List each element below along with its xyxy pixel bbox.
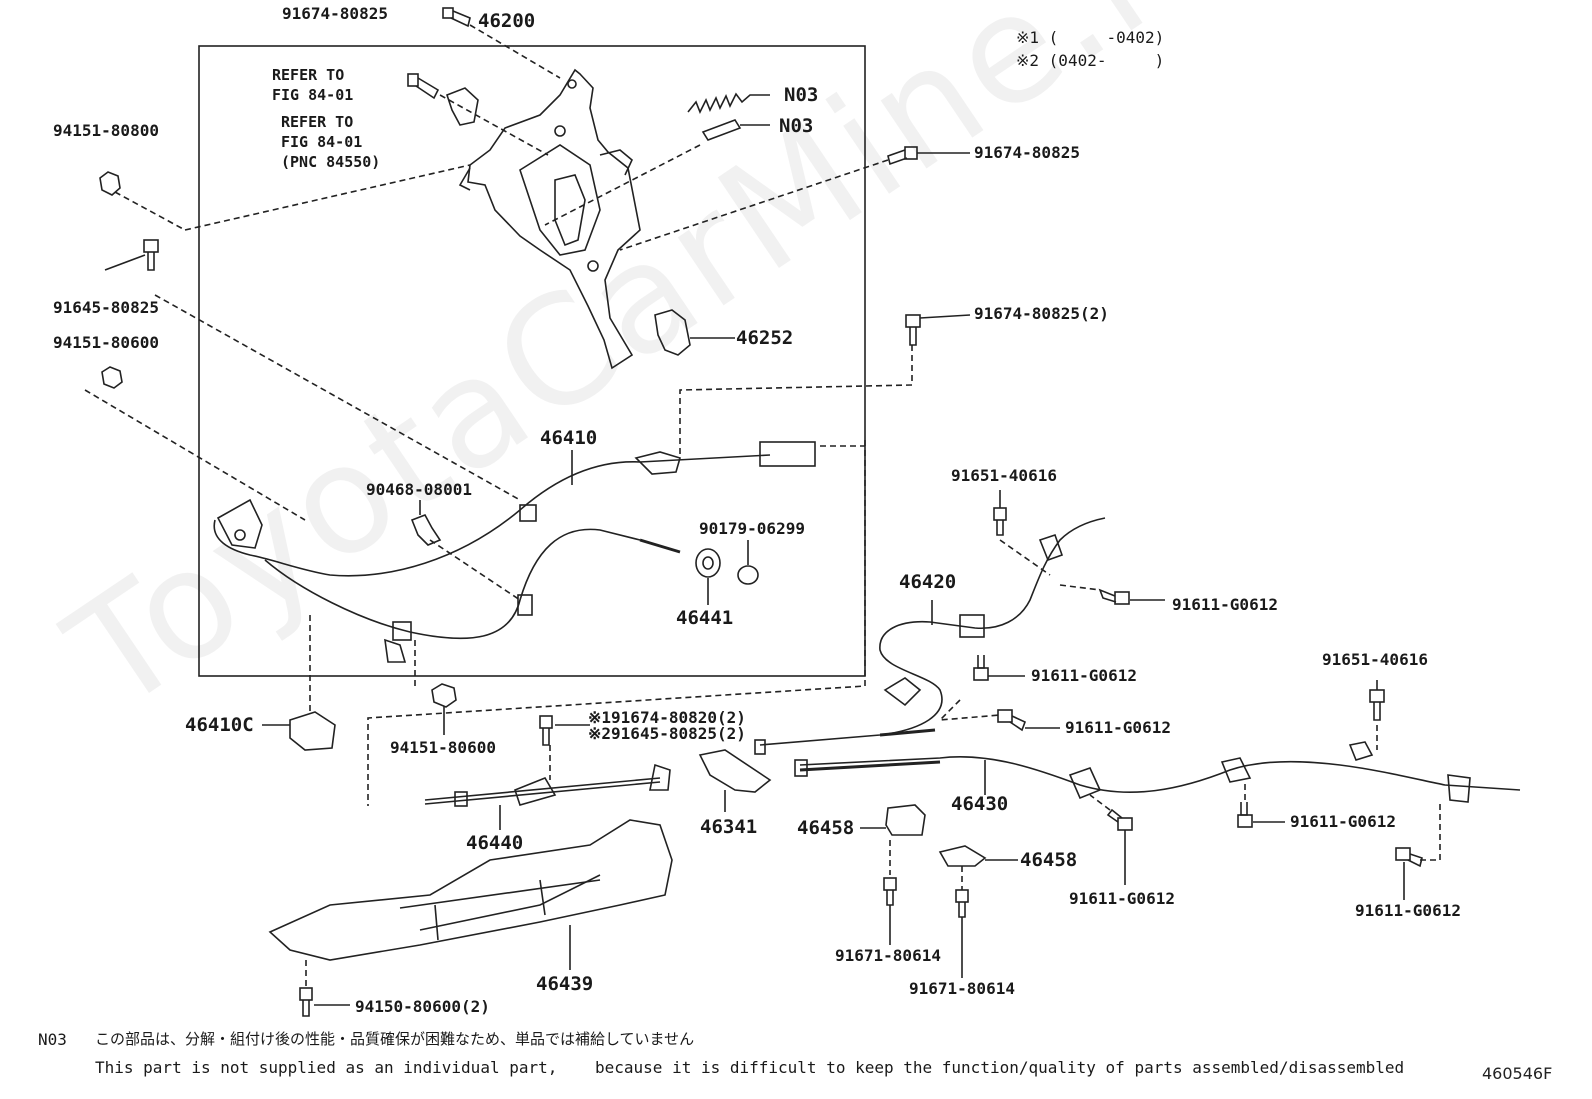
bolt-91674-80825-top [442, 7, 471, 28]
label-91611-g0612-c: 91611-G0612 [1065, 718, 1171, 737]
bolt-91611-G0612-e [1237, 802, 1253, 828]
footnote-japanese: この部品は、分解・組付け後の性能・品質確保が困難なため、単品では補給していません [95, 1030, 695, 1048]
legend-line-1: ※1 ( -0402) [1016, 28, 1165, 47]
nut-94151-80800 [99, 171, 121, 196]
bolt-91611-G0612-b [973, 655, 989, 681]
insulator-46439 [268, 819, 673, 961]
diagram-id: 460546F [1482, 1064, 1553, 1083]
label-46430: 46430 [951, 793, 1009, 815]
cable-46410 [213, 441, 816, 663]
pad-46252 [654, 309, 691, 356]
bolt-91611-G0612-c [997, 709, 1027, 732]
label-91671-80614-a: 91671-80614 [835, 946, 941, 965]
n03-spring [687, 92, 770, 114]
bolt-91645-80825 [143, 239, 159, 271]
grommet-90179-06299 [737, 565, 759, 585]
label-91611-g0612-e: 91611-G0612 [1290, 812, 1396, 831]
bolt-91611-G0612-d [1106, 808, 1133, 831]
label-46200: 46200 [478, 10, 536, 32]
nut-94151-80600-mid [431, 683, 457, 708]
label-refer-fig-84-01: REFER TO FIG 84-01 [272, 66, 354, 104]
label-46440: 46440 [466, 832, 524, 854]
cable-46420 [754, 517, 1106, 755]
label-46439: 46439 [536, 973, 594, 995]
label-91611-g0612-b: 91611-G0612 [1031, 666, 1137, 685]
n03-pin [701, 119, 742, 141]
label-46252: 46252 [736, 327, 794, 349]
label-94151-80600-mid: 94151-80600 [390, 738, 496, 757]
label-46420: 46420 [899, 571, 957, 593]
label-91671-80614-b: 91671-80614 [909, 979, 1015, 998]
bracket-46341 [698, 749, 772, 793]
label-46458-b: 46458 [1020, 849, 1078, 871]
footnote-code: N03 [38, 1030, 67, 1049]
dashed-box-outline [367, 440, 866, 806]
label-46458-a: 46458 [797, 817, 855, 839]
bolt-91611-G0612-a [1098, 588, 1130, 605]
bolt-91651-40616-b [1369, 689, 1385, 721]
label-91611-g0612-a: 91611-G0612 [1172, 595, 1278, 614]
label-94151-80600-left: 94151-80600 [53, 333, 159, 352]
bolt-94150-80600 [299, 987, 313, 1017]
bolt-91674-80825-right [887, 146, 918, 166]
bolt-91611-G0612-f [1395, 847, 1423, 868]
label-n03-b: N03 [779, 115, 814, 137]
bolt-refer-fig-84-01 [407, 73, 440, 100]
label-refer-pnc-84550: REFER TO FIG 84-01 (PNC 84550) [281, 113, 381, 171]
label-90179-06299: 90179-06299 [699, 519, 805, 538]
label-46341: 46341 [700, 816, 758, 838]
label-94150-80600-2: 94150-80600(2) [355, 997, 490, 1016]
assembly-box [198, 45, 866, 677]
label-91645-80825: 91645-80825 [53, 298, 159, 317]
label-46410: 46410 [540, 427, 598, 449]
label-91674-80825-right: 91674-80825 [974, 143, 1080, 162]
label-91611-g0612-d: 91611-G0612 [1069, 889, 1175, 908]
label-94151-80800: 94151-80800 [53, 121, 159, 140]
cable-46430 [794, 741, 1521, 803]
label-91674-80820-2: ※191674-80820(2) [588, 708, 746, 727]
label-n03-a: N03 [784, 84, 819, 106]
bolt-91671-80614-b [955, 889, 969, 918]
legend-line-2: ※2 (0402- ) [1016, 51, 1165, 70]
footnote-english-1: This part is not supplied as an individu… [95, 1058, 558, 1077]
bolt-91674-80820-2 [539, 715, 553, 746]
clip-46458-a [885, 804, 926, 836]
label-46441: 46441 [676, 607, 734, 629]
bolt-91674-80825-2 [905, 314, 921, 346]
footnote-english-2: because it is difficult to keep the func… [595, 1058, 1405, 1077]
label-91645-80825-2: ※291645-80825(2) [588, 724, 746, 743]
clip-pnc-84550 [446, 87, 479, 126]
clip-46458-b [938, 845, 987, 867]
bolt-91671-80614-a [883, 877, 897, 906]
cable-46440 [424, 763, 671, 807]
bolt-91651-40616-a [993, 507, 1007, 536]
clip-46410C [289, 711, 336, 751]
label-46410c: 46410C [185, 714, 254, 736]
nut-94151-80600-left [101, 366, 123, 389]
label-91674-80825-top: 91674-80825 [282, 4, 388, 23]
grommet-46441 [695, 548, 721, 578]
label-91611-g0612-f: 91611-G0612 [1355, 901, 1461, 920]
label-91651-40616-b: 91651-40616 [1322, 650, 1428, 669]
label-91674-80825-2: 91674-80825(2) [974, 304, 1109, 323]
label-91651-40616-a: 91651-40616 [951, 466, 1057, 485]
clip-90468-08001 [410, 514, 442, 546]
label-90468-08001: 90468-08001 [366, 480, 472, 499]
pedal-bracket-46200 [458, 68, 641, 370]
